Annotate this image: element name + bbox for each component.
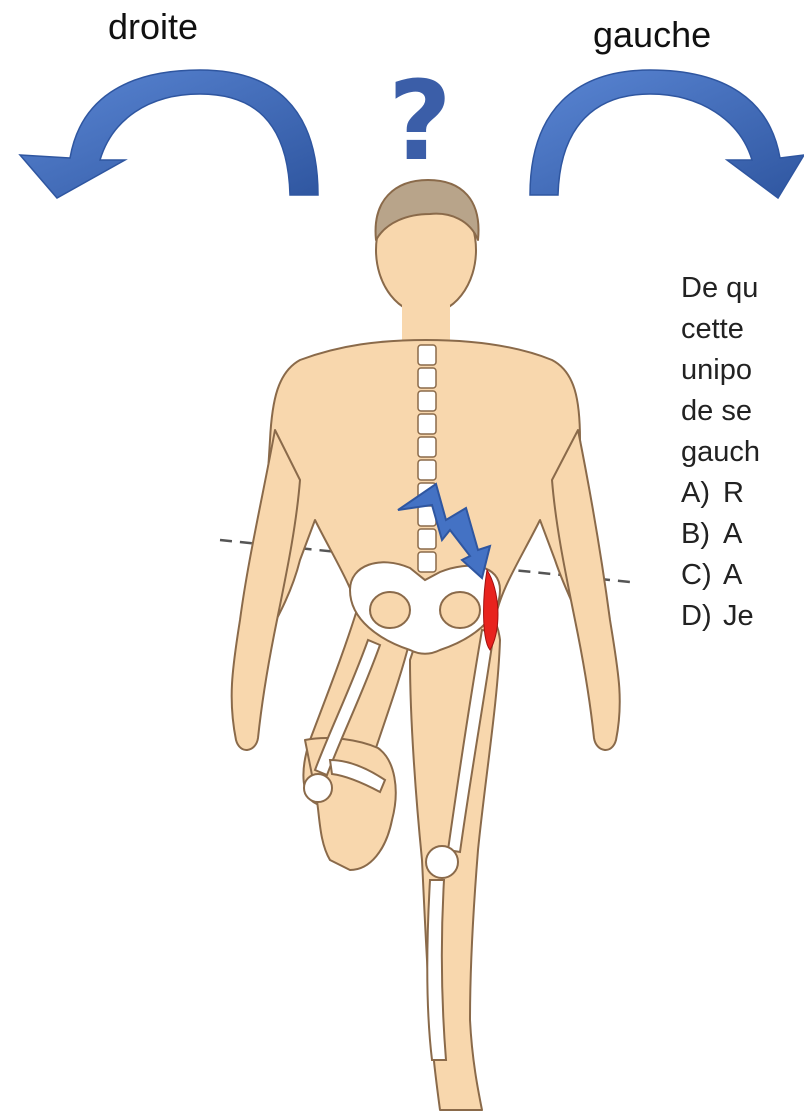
answer-option-c[interactable]: C)A	[681, 555, 804, 596]
option-text: A	[723, 559, 742, 591]
question-block: De qu cette unipo de se gauch A)R B)A C)…	[681, 268, 804, 637]
answer-option-d[interactable]: D)Je	[681, 596, 804, 637]
question-line: de se	[681, 391, 804, 432]
option-text: Je	[723, 600, 754, 632]
question-line: unipo	[681, 350, 804, 391]
option-text: A	[723, 518, 742, 550]
option-letter: B)	[681, 514, 723, 555]
option-letter: A)	[681, 473, 723, 514]
question-line: gauch	[681, 432, 804, 473]
question-line: cette	[681, 309, 804, 350]
question-line: De qu	[681, 268, 804, 309]
question-mark-icon: ?	[388, 66, 452, 176]
label-right: droite	[108, 6, 198, 48]
answer-option-a[interactable]: A)R	[681, 473, 804, 514]
curved-arrow-left	[530, 70, 804, 198]
curved-arrow-right	[20, 70, 318, 198]
label-left: gauche	[593, 14, 711, 56]
answer-option-b[interactable]: B)A	[681, 514, 804, 555]
option-text: R	[723, 477, 744, 509]
option-letter: D)	[681, 596, 723, 637]
option-letter: C)	[681, 555, 723, 596]
